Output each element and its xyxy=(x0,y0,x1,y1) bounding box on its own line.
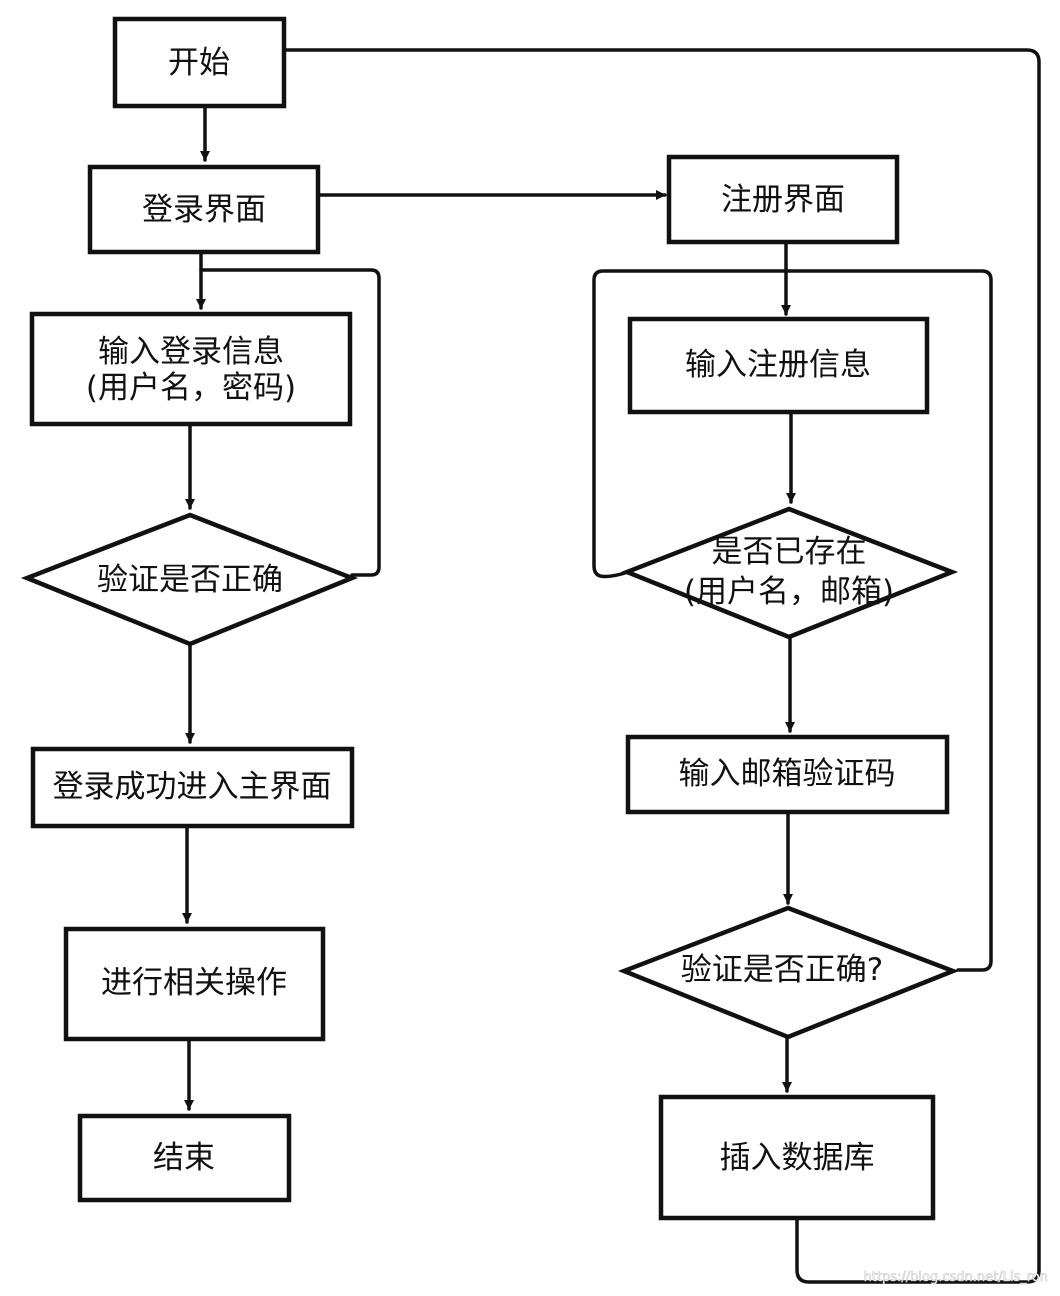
perform-operations-label: 进行相关操作 xyxy=(101,965,287,1001)
register-screen-node: 注册界面 xyxy=(666,154,900,245)
watermark-url: https://blog.csdn.net/Lis_ron xyxy=(864,1270,1048,1285)
exists-check-decision: 是否已存在 (用户名，邮箱) xyxy=(620,506,959,640)
perform-operations-node: 进行相关操作 xyxy=(63,926,326,1042)
email-code-input-label: 输入邮箱验证码 xyxy=(679,756,896,792)
insert-db-node: 插入数据库 xyxy=(658,1094,936,1221)
login-verify-label: 验证是否正确 xyxy=(97,562,283,598)
register-input-label: 输入注册信息 xyxy=(685,347,871,383)
edge-code-verify-loop-back xyxy=(784,269,993,972)
login-success-label: 登录成功进入主界面 xyxy=(53,769,332,805)
email-code-input-node: 输入邮箱验证码 xyxy=(625,734,950,815)
login-input-label-line2: (用户名，密码) xyxy=(86,370,296,406)
edge-exists-check-loop-back xyxy=(592,269,788,579)
register-screen-label: 注册界面 xyxy=(721,182,845,218)
exists-check-label-line1: 是否已存在 xyxy=(712,534,867,570)
login-success-node: 登录成功进入主界面 xyxy=(30,746,355,829)
exists-check-label-line2: (用户名，邮箱) xyxy=(684,574,894,610)
edges xyxy=(182,48,1041,1284)
insert-db-label: 插入数据库 xyxy=(720,1140,875,1176)
start-label: 开始 xyxy=(168,45,230,81)
login-verify-decision: 验证是否正确 xyxy=(20,512,359,647)
edge-login-verify-loop-back xyxy=(199,268,381,577)
start-node: 开始 xyxy=(112,16,287,109)
login-screen-label: 登录界面 xyxy=(142,192,266,228)
login-input-node: 输入登录信息 (用户名，密码) xyxy=(29,311,353,427)
end-label: 结束 xyxy=(153,1140,215,1176)
register-input-node: 输入注册信息 xyxy=(627,316,930,415)
edge-insert-db-to-start xyxy=(283,48,1041,1284)
code-verify-decision: 验证是否正确? xyxy=(617,905,960,1040)
end-node: 结束 xyxy=(77,1113,292,1203)
login-screen-node: 登录界面 xyxy=(87,164,321,255)
code-verify-label: 验证是否正确? xyxy=(681,952,883,988)
login-input-label-line1: 输入登录信息 xyxy=(98,334,284,370)
